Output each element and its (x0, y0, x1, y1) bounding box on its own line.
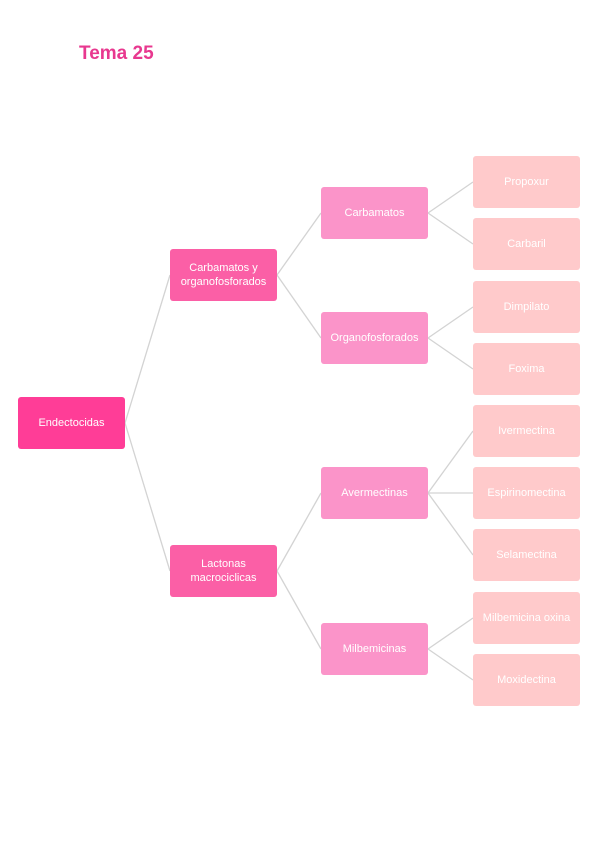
node-selamectina: Selamectina (473, 529, 580, 581)
connector-line (427, 181, 474, 214)
node-milbemicinas: Milbemicinas (321, 623, 428, 675)
node-avermectinas: Avermectinas (321, 467, 428, 519)
connector-line (427, 337, 474, 370)
node-moxidectina: Moxidectina (473, 654, 580, 706)
node-dimpilato: Dimpilato (473, 281, 580, 333)
node-propoxur: Propoxur (473, 156, 580, 208)
connector-line (427, 430, 474, 494)
node-espirinomectina: Espirinomectina (473, 467, 580, 519)
node-carbamatos-y-organofosforados: Carbamatos y organofosforados (170, 249, 277, 301)
connector-line (427, 212, 474, 245)
connector-line (427, 648, 474, 681)
node-carbaril: Carbaril (473, 218, 580, 270)
connector-line (427, 617, 474, 650)
page-title: Tema 25 (79, 43, 154, 64)
node-foxima: Foxima (473, 343, 580, 395)
connector-line (427, 492, 474, 556)
node-endectocidas: Endectocidas (18, 397, 125, 449)
connector-line (276, 570, 322, 650)
node-carbamatos: Carbamatos (321, 187, 428, 239)
node-organofosforados: Organofosforados (321, 312, 428, 364)
connector-line (124, 422, 171, 572)
connector-line (276, 492, 322, 572)
node-ivermectina: Ivermectina (473, 405, 580, 457)
connector-line (276, 212, 322, 276)
connector-line (276, 274, 322, 339)
node-lactonas-macrociclicas: Lactonas macrociclicas (170, 545, 277, 597)
connector-line (124, 274, 171, 424)
connector-line (427, 306, 474, 339)
node-milbemicina-oxina: Milbemicina oxina (473, 592, 580, 644)
